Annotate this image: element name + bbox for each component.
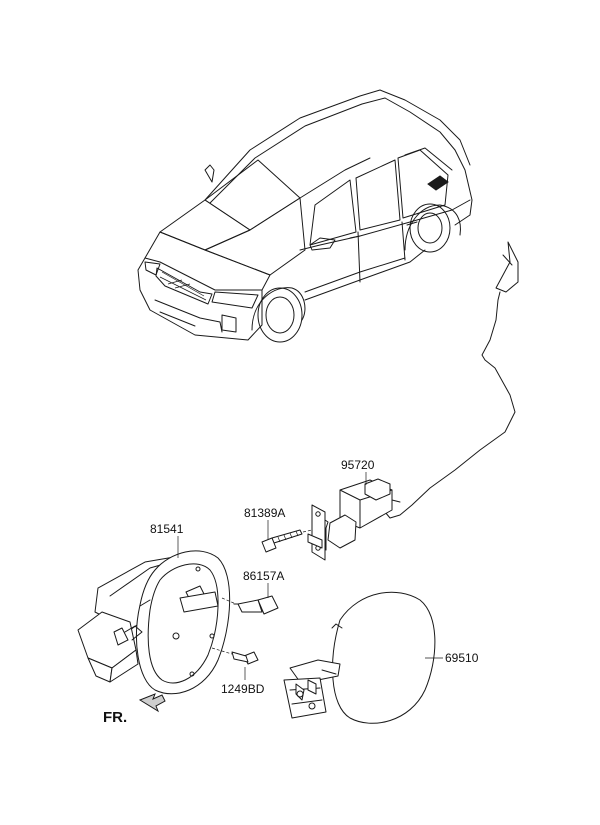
- vehicle-illustration: [137, 89, 473, 343]
- label-81541: 81541: [150, 522, 184, 536]
- part-81389A-bolt: [261, 529, 313, 553]
- part-95720-actuator: [307, 478, 401, 561]
- leader-lines: [177, 472, 443, 680]
- fuel-door-release-cable: [384, 241, 519, 519]
- part-1249BD-screw: [211, 647, 259, 665]
- label-86157A: 86157A: [243, 569, 284, 583]
- part-69510-fuel-door: [283, 591, 436, 724]
- part-86157A-pin: [221, 595, 279, 615]
- part-81541-filler-housing: [77, 550, 231, 695]
- label-81389A: 81389A: [244, 506, 285, 520]
- front-direction-indicator: FR.: [103, 693, 166, 726]
- label-95720: 95720: [341, 458, 375, 472]
- label-1249BD: 1249BD: [221, 682, 265, 696]
- label-69510: 69510: [445, 651, 479, 665]
- front-arrow-icon: [138, 693, 166, 713]
- front-label: FR.: [103, 709, 127, 726]
